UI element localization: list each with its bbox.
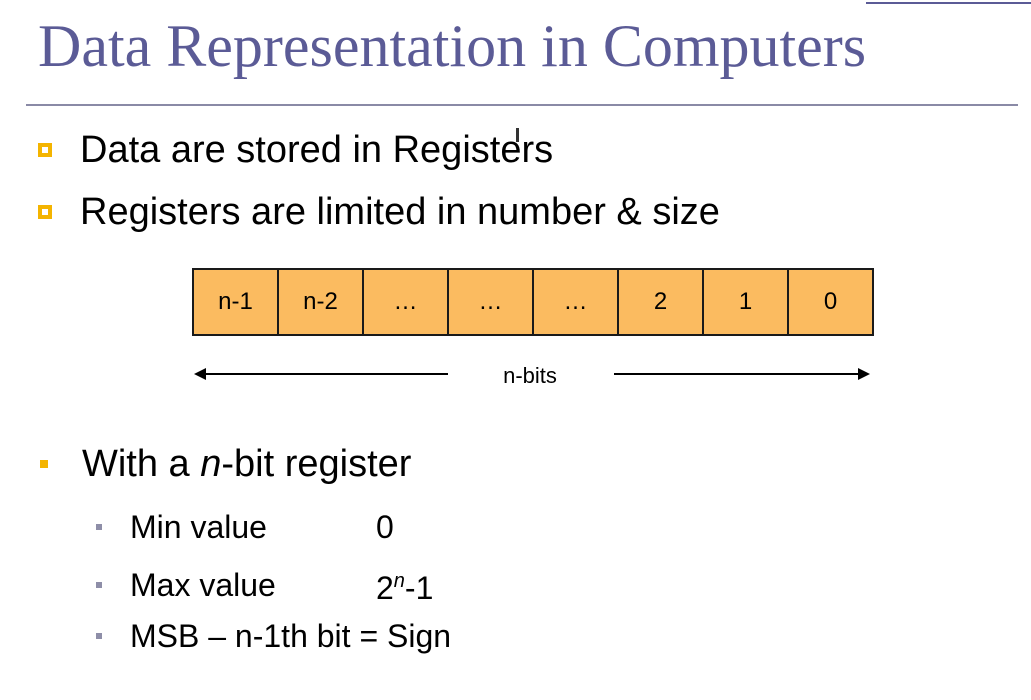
bullet-item: With a n-bit register [40, 441, 411, 487]
bullet-text: Registers are limited in number & size [80, 191, 720, 233]
register-cell: … [364, 270, 449, 334]
register-cell: n-1 [194, 270, 279, 334]
register-width-label: n-bits [503, 363, 557, 388]
mouse-cursor-icon [516, 128, 519, 142]
arrow-line-right [614, 373, 862, 375]
sub-bullet-label: MSB – n-1th bit = Sign [130, 618, 452, 654]
bullet-text-prefix: With a [82, 443, 201, 485]
hollow-square-bullet-icon [38, 205, 52, 219]
sub-bullet-item: Max value 2n-1 [96, 561, 433, 608]
bullet-item: Registers are limited in number & size [38, 189, 720, 235]
sub-bullet-value: 2n-1 [376, 561, 433, 608]
register-cell: n-2 [279, 270, 364, 334]
register-cell: 1 [704, 270, 789, 334]
register-cell: 2 [619, 270, 704, 334]
arrow-line-left [200, 373, 448, 375]
register-cell: 0 [789, 270, 874, 334]
bullet-text-italic: n [200, 443, 222, 485]
sub-bullet-icon [96, 633, 102, 639]
sub-bullet-label: Max value [130, 566, 276, 603]
value-tail: -1 [404, 570, 434, 606]
sub-bullet-icon [96, 524, 102, 530]
value-exponent: n [393, 570, 405, 592]
sub-bullet-value: 0 [376, 509, 394, 545]
bullet-text-suffix: -bit register [221, 443, 412, 485]
register-cell: … [449, 270, 534, 334]
sub-bullet-item: MSB – n-1th bit = Sign [96, 616, 451, 656]
corner-accent-line [866, 2, 1031, 4]
register-cell: … [534, 270, 619, 334]
title-divider [26, 104, 1018, 106]
bullet-text: With a n-bit register [82, 441, 411, 487]
sub-bullet-item: Min value 0 [96, 507, 394, 547]
bullet-item: Data are stored in Registers [38, 127, 553, 173]
register-diagram: n-1 n-2 … … … 2 1 0 [192, 268, 874, 336]
sub-bullet-icon [96, 581, 102, 588]
bullet-text: Data are stored in Registers [80, 129, 554, 171]
value-base: 2 [376, 570, 394, 606]
arrow-right-icon [858, 368, 870, 380]
filled-square-bullet-icon [40, 460, 48, 468]
sub-bullet-label: Min value [130, 509, 267, 545]
slide-title: Data Representation in Computers [38, 13, 867, 79]
hollow-square-bullet-icon [38, 143, 52, 157]
